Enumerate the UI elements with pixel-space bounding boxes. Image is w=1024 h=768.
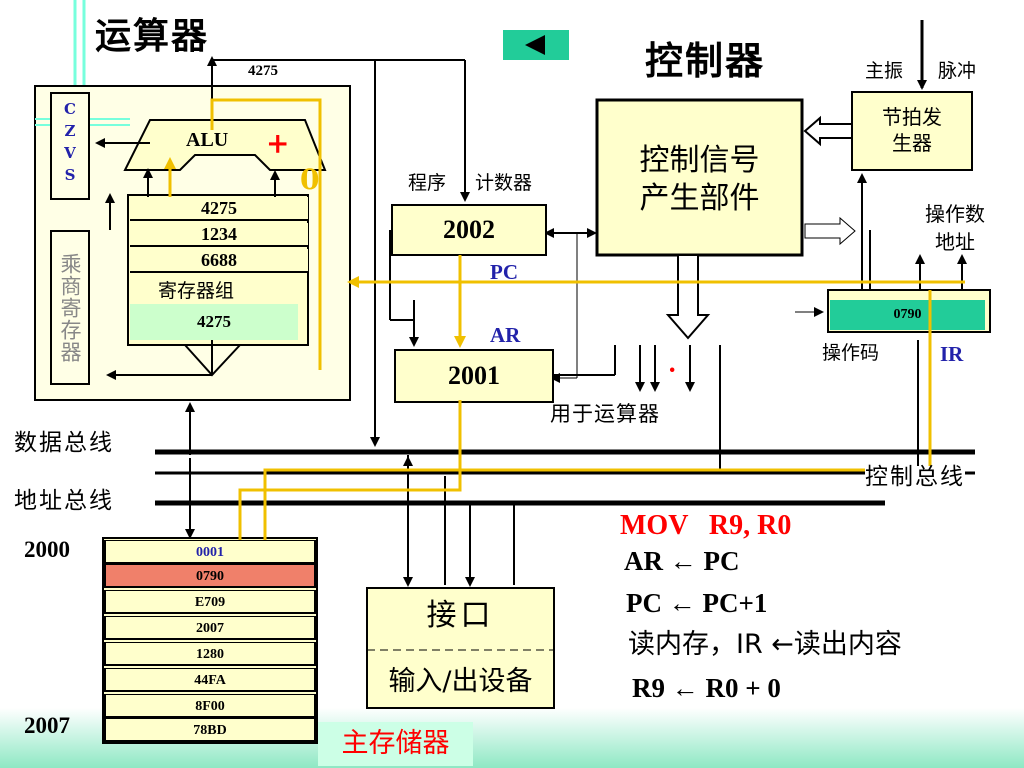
alu-section-title: 运算器 (95, 15, 210, 57)
pc-caption-counter: 计数器 (475, 172, 533, 194)
step-ar-from-pc: AR ← PC (624, 546, 740, 576)
flag-v: V (64, 144, 76, 162)
control-section-title: 控制器 (645, 38, 766, 83)
memory-cell: 8F00 (104, 694, 316, 718)
step-pc-increment: PC ← PC+1 (626, 588, 768, 618)
control-unit-line2: 产生部件 (639, 181, 760, 216)
pulse-label: 脉冲 (938, 60, 977, 82)
mul-div-register: 乘商寄存器 (50, 230, 90, 385)
interface-box (366, 587, 555, 709)
register-row: 1234 (130, 223, 308, 247)
ir-fill (830, 300, 985, 330)
clock-gen-line2: 生器 (892, 131, 932, 155)
operand-addr-line1: 操作数 (925, 202, 985, 226)
pc-label: PC (490, 260, 518, 284)
pc-caption-program: 程序 (408, 172, 447, 194)
memory-cell: 2007 (104, 616, 316, 640)
ar-box (394, 349, 554, 403)
memory-cell: 78BD (104, 718, 316, 742)
ir-label: IR (940, 342, 964, 366)
mul-div-register-label: 乘商寄存器 (58, 252, 82, 363)
operand-addr-line2: 地址 (935, 230, 975, 254)
clock-generator-label: 节拍发 生器 (852, 104, 972, 156)
data-bus-label: 数据总线 (14, 430, 114, 456)
yellow-data-path (164, 98, 965, 578)
register-result-cell: 4275 (130, 304, 298, 340)
io-device-label: 输入/出设备 (388, 666, 533, 697)
ir-value: 0790 (893, 307, 922, 322)
pc-box (391, 204, 547, 256)
memory-cell: 1280 (104, 642, 316, 666)
alu-output-value: 4275 (248, 63, 278, 79)
address-bus-label: 地址总线 (14, 488, 114, 514)
instruction-text: MOV R9, R0 (620, 510, 792, 541)
flag-z: Z (64, 122, 76, 140)
register-row: 6688 (130, 249, 308, 273)
alu-label: ALU (186, 129, 229, 151)
memory-label: 主存储器 (318, 722, 473, 766)
memory-cell-highlighted: 0790 (104, 564, 316, 588)
register-group-label: 寄存器组 (158, 280, 235, 302)
flag-c: C (64, 100, 76, 118)
register-row: 4275 (130, 197, 308, 221)
flags-register: C Z V S (50, 92, 90, 200)
control-bus-label: 控制总线 (865, 464, 965, 490)
main-oscillator-label: 主振 (865, 60, 904, 82)
for-alu-note: 用于运算器 (550, 402, 660, 426)
control-signal-unit-label: 控制信号 产生部件 (597, 142, 802, 218)
operand-address-label: 操作数 地址 (905, 200, 1005, 256)
control-unit-box (595, 98, 804, 257)
pc-value: 2002 (443, 215, 495, 244)
interface-label: 接口 (426, 598, 495, 633)
memory-cell: E709 (104, 590, 316, 614)
clock-gen-line1: 节拍发 (882, 105, 942, 129)
dot-mark: · (668, 355, 677, 384)
flag-s: S (64, 166, 76, 184)
step-r9-from-r0: R9 ← R0 + 0 (632, 673, 781, 703)
memory-cell: 44FA (104, 668, 316, 692)
step-read-memory: 读内存，IR ←读出内容 (628, 629, 902, 660)
alu-carry-zero: 0 (300, 163, 320, 196)
memory-start-address: 2000 (24, 537, 70, 562)
ar-label: AR (490, 323, 521, 347)
opcode-label: 操作码 (822, 342, 880, 364)
control-unit-line1: 控制信号 (639, 143, 760, 178)
ar-value: 2001 (448, 361, 500, 390)
alu-frame-border-lines (73, 0, 86, 95)
alu-plus-sign: + (266, 127, 290, 160)
memory-cell: 0001 (104, 540, 316, 564)
memory-end-address: 2007 (24, 713, 70, 738)
nav-back-button[interactable] (503, 30, 569, 60)
